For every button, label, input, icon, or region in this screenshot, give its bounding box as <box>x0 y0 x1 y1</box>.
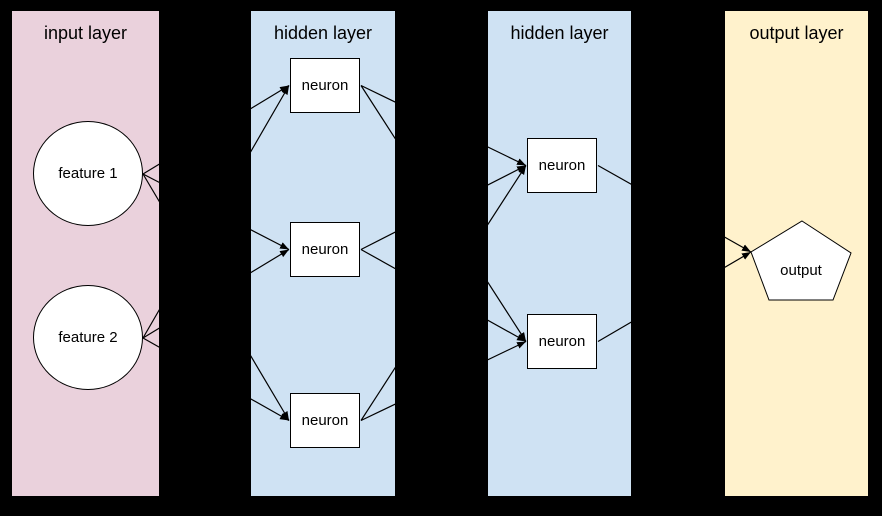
node-hidden1-neuron-3: neuron <box>290 393 360 448</box>
node-hidden2-neuron-1-label: neuron <box>538 157 586 174</box>
node-hidden2-neuron-1: neuron <box>527 138 597 193</box>
layer-title-hidden-2: hidden layer <box>510 23 609 43</box>
node-feature-1: feature 1 <box>33 121 143 226</box>
node-hidden1-neuron-2-label: neuron <box>301 241 349 258</box>
node-feature-1-label: feature 1 <box>58 165 118 182</box>
layer-title-hidden-1: hidden layer <box>273 23 373 43</box>
node-output: output <box>750 220 852 301</box>
node-feature-2: feature 2 <box>33 285 143 390</box>
node-feature-2-label: feature 2 <box>58 329 118 346</box>
node-hidden1-neuron-3-label: neuron <box>301 412 349 429</box>
node-output-label: output <box>780 262 823 279</box>
layer-panel-input: input layer <box>12 11 159 496</box>
node-hidden1-neuron-1: neuron <box>290 58 360 113</box>
node-hidden1-neuron-1-label: neuron <box>301 77 349 94</box>
node-hidden1-neuron-2: neuron <box>290 222 360 277</box>
node-hidden2-neuron-2-label: neuron <box>538 333 586 350</box>
layer-panel-hidden-2: hidden layer <box>488 11 631 496</box>
layer-title-output: output layer <box>749 23 844 43</box>
node-hidden2-neuron-2: neuron <box>527 314 597 369</box>
pentagon-shape <box>750 220 852 301</box>
layer-title-input: input layer <box>43 23 128 43</box>
